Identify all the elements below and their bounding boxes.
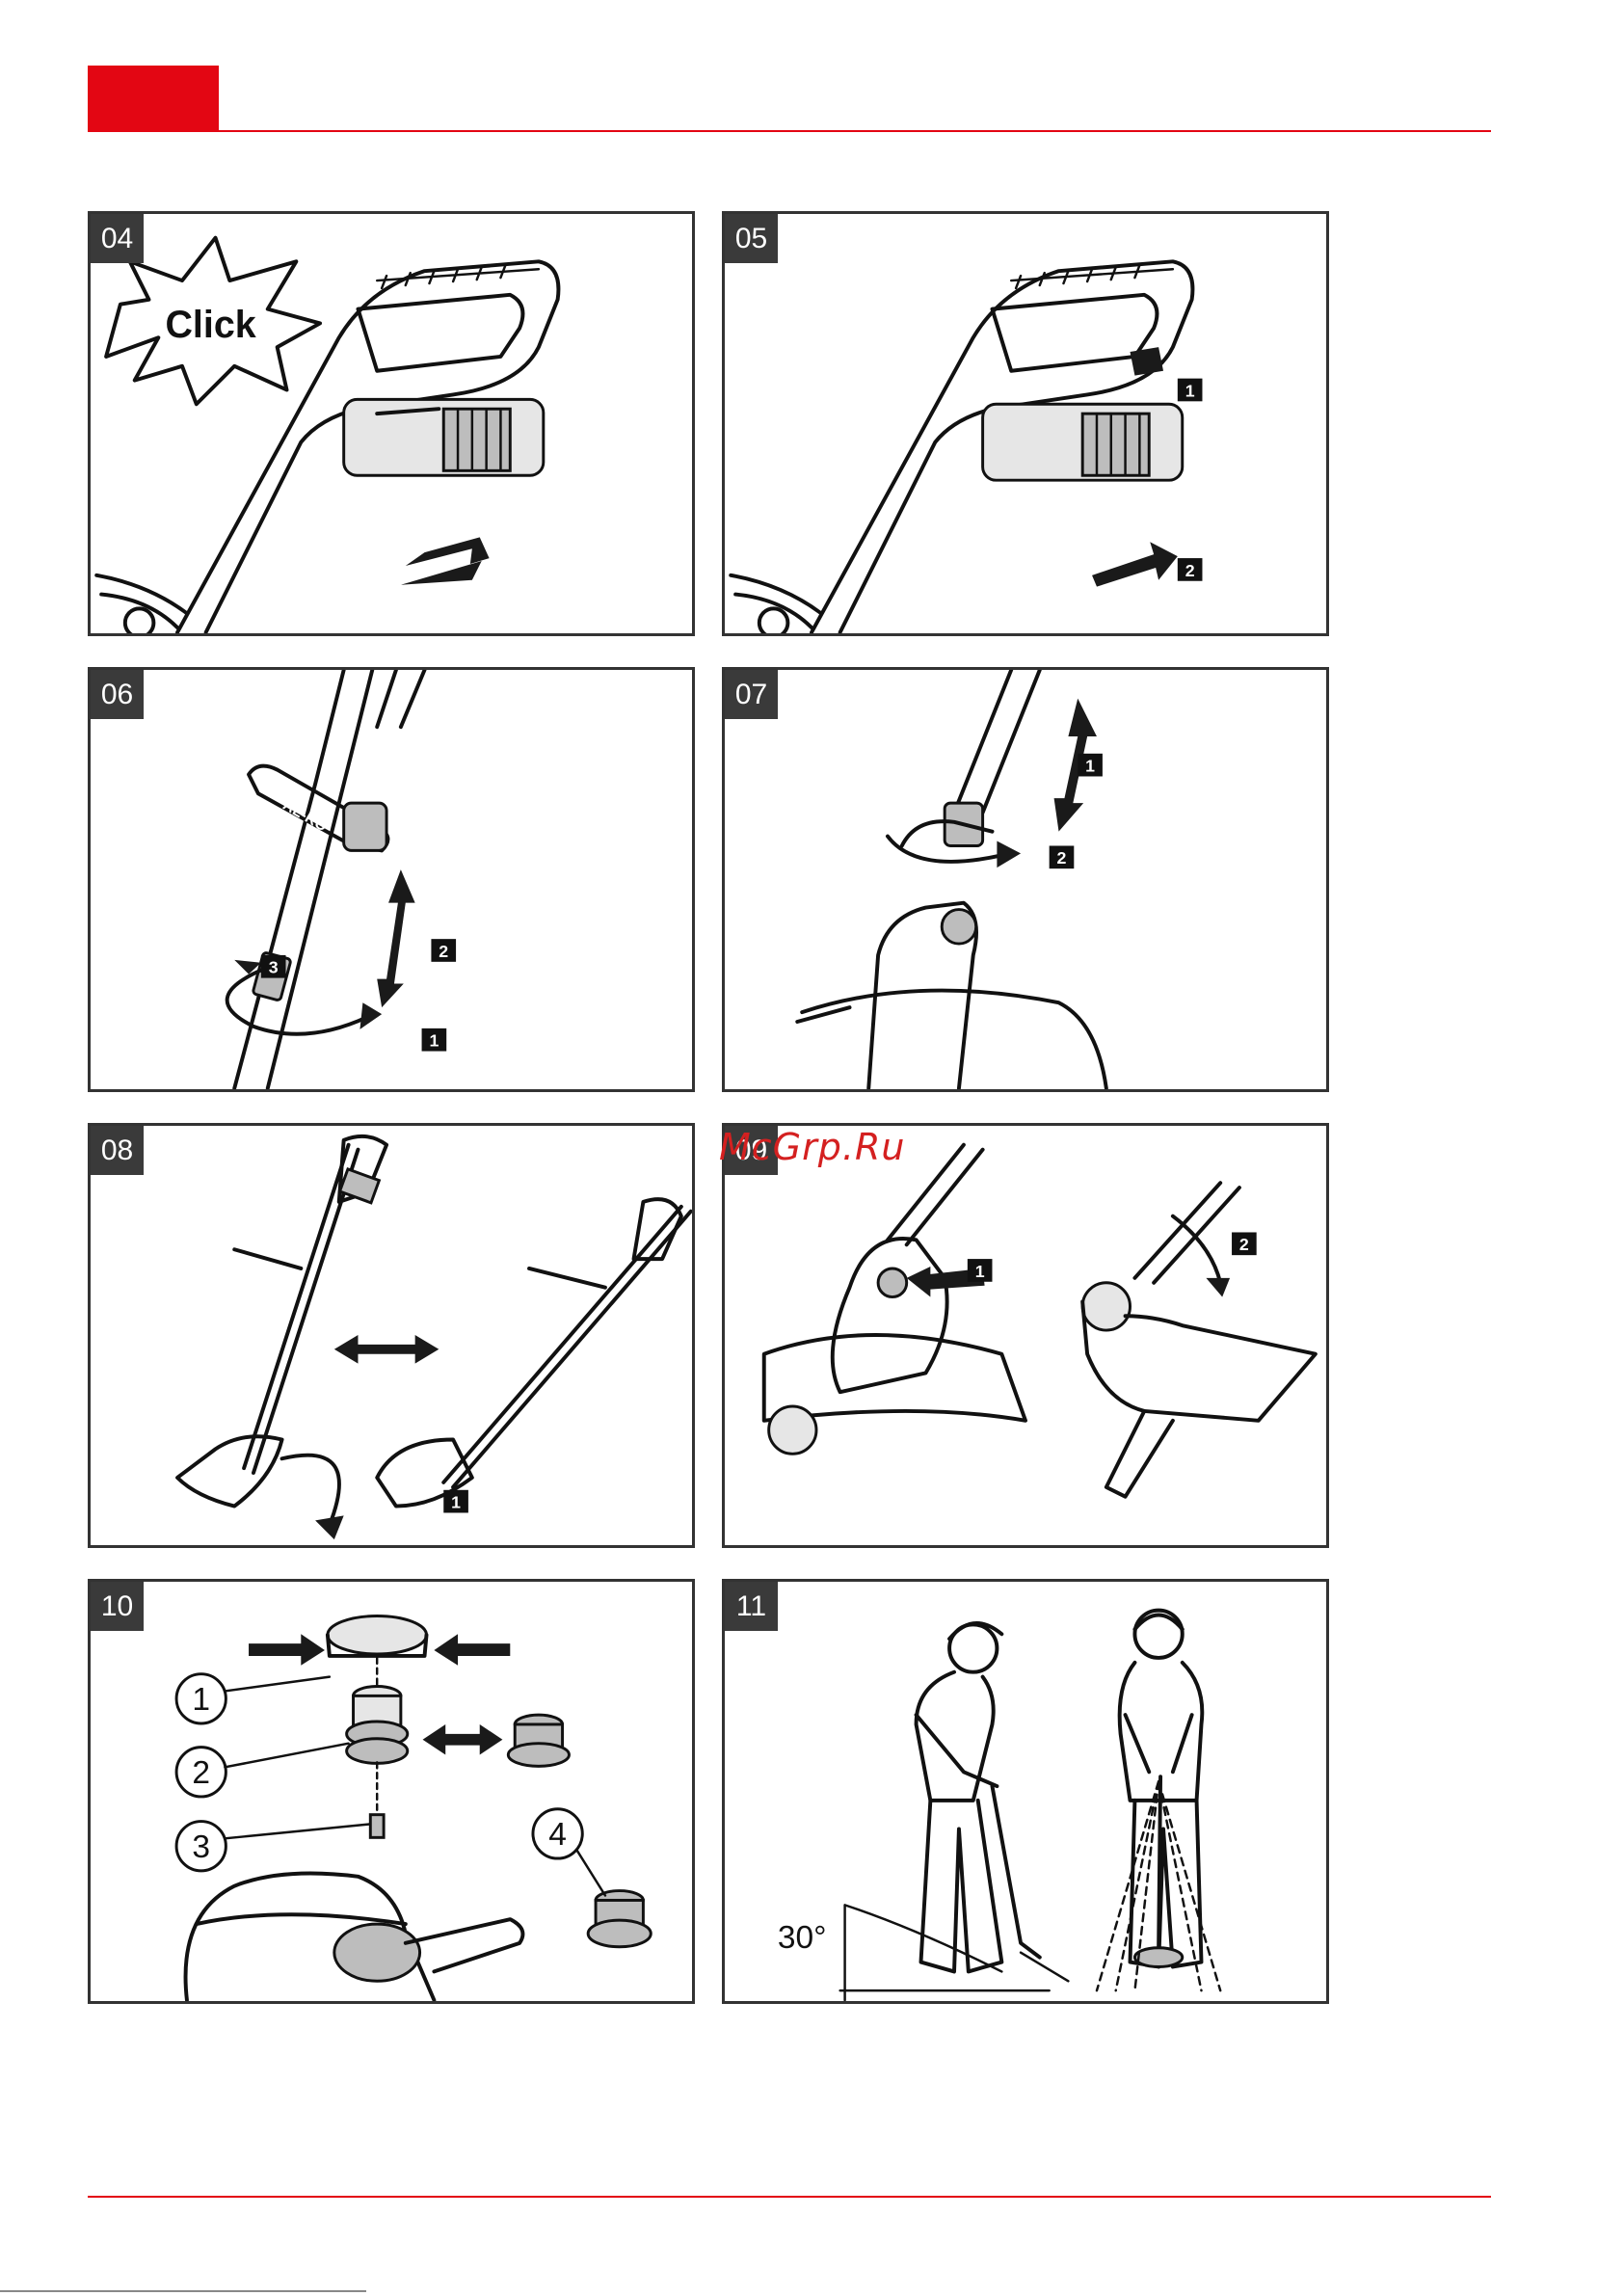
step-label: 1 (1185, 381, 1195, 400)
trimmer-battery-insert-illustration: Click (91, 214, 692, 633)
panel-number: 10 (91, 1582, 144, 1631)
figure-panel-06: 06 AL-KO 2 3 1 (88, 667, 695, 1092)
panel-number: 11 (725, 1582, 778, 1631)
figure-panel-04: 04 Click (88, 211, 695, 636)
panel-number: 06 (91, 670, 144, 719)
panel-number: 05 (725, 214, 778, 263)
figure-panel-05: 05 1 2 (722, 211, 1329, 636)
step-label: 1 (975, 1262, 985, 1281)
step-label: 1 (429, 1031, 439, 1051)
step-label: 2 (1057, 848, 1067, 868)
step-label: 2 (1185, 561, 1195, 580)
step-label: 2 (1239, 1235, 1249, 1254)
callout-number: 3 (192, 1829, 210, 1865)
panel-number: 07 (725, 670, 778, 719)
figure-panel-09: 09 1 2 (722, 1123, 1329, 1548)
panel-number: 08 (91, 1126, 144, 1175)
handle-adjust-illustration: AL-KO 2 3 1 (91, 670, 692, 1089)
step-label: 1 (451, 1493, 461, 1512)
trimmer-battery-remove-illustration: 1 2 (725, 214, 1326, 633)
step-label: 2 (439, 942, 448, 961)
callout-number: 4 (548, 1817, 567, 1853)
callout-number: 2 (192, 1755, 210, 1791)
trimmer-rotate-head-illustration: 1 (91, 1126, 692, 1545)
footer-rule (88, 2196, 1491, 2198)
shaft-length-illustration: 1 2 (725, 670, 1326, 1089)
header-accent-block (88, 66, 219, 132)
figure-panel-07: 07 1 2 (722, 667, 1329, 1092)
header-rule (219, 130, 1491, 132)
panel-number: 04 (91, 214, 144, 263)
click-burst-text: Click (165, 304, 255, 346)
working-posture-illustration: 30° (725, 1582, 1326, 2001)
callout-number: 1 (192, 1682, 210, 1718)
spool-replacement-illustration: 1 2 3 4 (91, 1582, 692, 2001)
step-label: 1 (1085, 757, 1095, 776)
head-angle-illustration: 1 2 (725, 1126, 1326, 1545)
figure-panel-10: 10 1 2 3 4 (88, 1579, 695, 2004)
watermark-text: McGrp.Ru (719, 1126, 905, 1168)
figure-panel-08: 08 1 (88, 1123, 695, 1548)
scan-artifact-line (0, 2290, 366, 2292)
step-label: 3 (269, 958, 279, 977)
figure-panel-11: 11 30° (722, 1579, 1329, 2004)
angle-label: 30° (778, 1920, 827, 1956)
